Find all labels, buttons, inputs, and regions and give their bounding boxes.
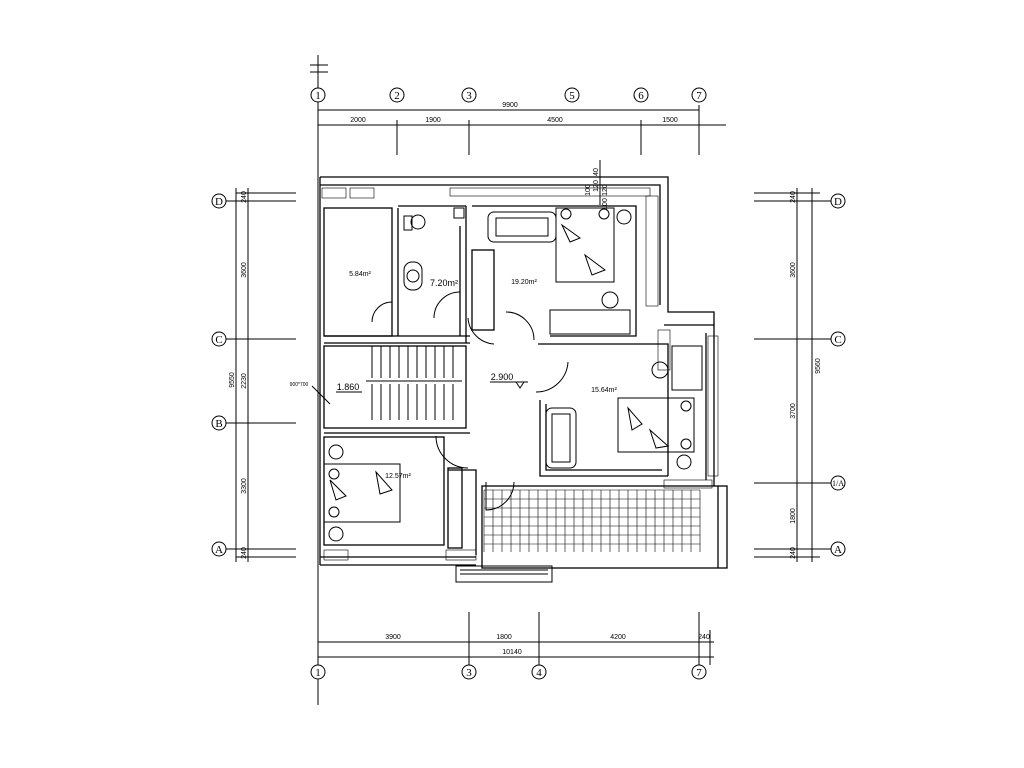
axis-bubble-bottom-7 <box>691 664 707 680</box>
dim-left-seg-4: 3300 <box>241 478 248 494</box>
bed-sw <box>323 463 401 523</box>
bottom-dimensions: 3900 1800 4200 240 10140 1 3 4 7 <box>310 612 714 680</box>
axis-bubble-top-3 <box>461 87 477 103</box>
axis-label-bottom-4: 4 <box>536 667 542 679</box>
level-stair: 1.860 <box>337 382 360 392</box>
axis-bubble-bottom-1 <box>310 664 326 680</box>
room-area-bed-sw: 12.57m² <box>385 473 411 480</box>
door-nw-room <box>371 301 393 323</box>
dim-right-seg-1: 240 <box>790 191 797 203</box>
door-e-room <box>535 361 569 393</box>
chair-ne <box>601 291 619 309</box>
axis-bubble-bottom-3 <box>461 664 477 680</box>
axis-label-left-A: A <box>215 544 223 556</box>
toilet <box>410 214 426 230</box>
sofa-e <box>545 407 577 469</box>
axis-bubble-top-6 <box>633 87 649 103</box>
room-area-bed-e: 15.64m² <box>591 387 617 394</box>
axis-label-top-3: 3 <box>466 90 472 102</box>
dim-top-total: 9900 <box>502 102 518 109</box>
desk-ne <box>549 309 631 335</box>
dim-bottom-seg-2: 1800 <box>496 634 512 641</box>
dim-bottom-seg-3: 4200 <box>610 634 626 641</box>
axis-bubble-top-7 <box>691 87 707 103</box>
sink <box>453 207 465 219</box>
room-area-bed-ne: 19.20m² <box>511 279 537 286</box>
level-hall: 2.900 <box>491 372 514 382</box>
balcony-tile-grid <box>483 489 701 552</box>
axis-label-bottom-3: 3 <box>466 667 472 679</box>
sofa-ne <box>487 211 557 243</box>
dim-right-seg-3: 3700 <box>790 403 797 419</box>
axis-label-right-D: D <box>834 196 842 208</box>
axis-bubble-bottom-4 <box>531 664 547 680</box>
axis-label-top-1: 1 <box>315 90 321 102</box>
bed-ne <box>555 207 615 283</box>
dim-right-seg-5: 240 <box>790 547 797 559</box>
window-hatches <box>321 187 719 561</box>
dim-bottom-seg-1: 3900 <box>385 634 401 641</box>
room-labels: 5.84m² 7.20m² 19.20m² 15.64m² 12.57m² 2.… <box>290 271 618 480</box>
axis-label-top-6: 6 <box>638 90 644 102</box>
axis-bubble-top-1 <box>310 87 326 103</box>
axis-lines <box>310 55 328 705</box>
desk-e <box>671 345 703 391</box>
door-bath <box>433 291 461 319</box>
dim-left-seg-2: 3600 <box>241 262 248 278</box>
axis-label-bottom-1: 1 <box>315 667 321 679</box>
door-balcony <box>485 481 515 511</box>
dim-left-total: 9550 <box>229 372 236 388</box>
door-sw-room <box>435 435 469 469</box>
axis-label-bottom-7: 7 <box>696 667 702 679</box>
dim-right-seg-4: 1800 <box>790 508 797 524</box>
door-corridor-n <box>467 317 495 345</box>
left-axis-markers: D C B A 240 3600 2230 3300 240 9550 <box>211 188 296 562</box>
top-axis-markers: 1 2 3 5 6 7 <box>310 87 707 103</box>
dim-left-seg-1: 240 <box>241 191 248 203</box>
bathtub <box>403 261 423 291</box>
axis-label-left-B: B <box>215 418 222 430</box>
dim-top-seg-4: 1500 <box>662 117 678 124</box>
dim-top-vert-5: 100 <box>602 198 609 210</box>
dim-top-vert-2: 120 <box>593 180 600 192</box>
dim-top-vert-1: 40 <box>593 168 600 176</box>
dim-top-vert-3: 100 <box>585 184 592 196</box>
axis-label-right-C: C <box>834 334 841 346</box>
window-tag: 900*700 <box>290 382 309 388</box>
dim-top-seg-2: 1900 <box>425 117 441 124</box>
dim-bottom-total: 10140 <box>502 649 522 656</box>
dim-left-seg-5: 240 <box>241 547 248 559</box>
axis-bubble-top-5 <box>564 87 580 103</box>
door-ne-room <box>505 311 535 341</box>
dim-top-seg-3: 4500 <box>547 117 563 124</box>
stair-treads <box>366 346 462 420</box>
bed-e <box>617 397 695 453</box>
axis-bubble-top-2 <box>389 87 405 103</box>
dim-bottom-seg-4: 240 <box>698 634 710 641</box>
walls <box>319 176 728 583</box>
right-axis-markers: D C 1/A A 240 3600 3700 1800 240 9560 <box>754 188 846 562</box>
axis-label-left-D: D <box>215 196 223 208</box>
room-area-bath: 7.20m² <box>430 278 458 288</box>
dim-right-seg-2: 3600 <box>790 262 797 278</box>
axis-label-left-C: C <box>215 334 222 346</box>
axis-label-top-7: 7 <box>696 90 702 102</box>
dim-top-seg-1: 2000 <box>350 117 366 124</box>
axis-label-right-1A: 1/A <box>832 479 844 488</box>
dim-top-vert-4: 120 <box>602 184 609 196</box>
dim-right-total: 9560 <box>815 358 822 374</box>
room-area-nw: 5.84m² <box>349 271 371 278</box>
chair-e <box>651 361 669 379</box>
top-dimensions: 9900 2000 1900 4500 1500 40 120 100 120 … <box>317 102 726 210</box>
doors <box>371 291 569 511</box>
dim-left-seg-3: 2230 <box>241 373 248 389</box>
axis-label-top-2: 2 <box>394 90 400 102</box>
axis-label-right-A: A <box>834 544 842 556</box>
axis-label-top-5: 5 <box>569 90 575 102</box>
furniture <box>323 207 703 542</box>
